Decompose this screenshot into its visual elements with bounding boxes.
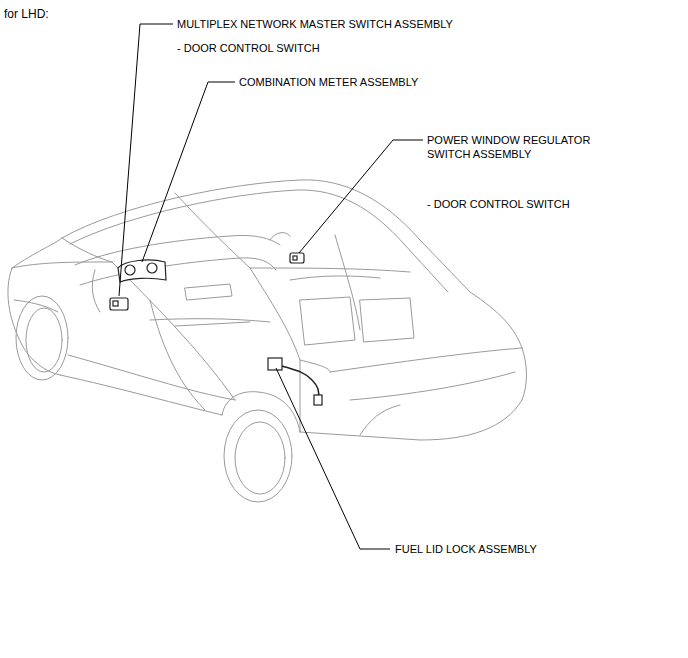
part-label: COMBINATION METER ASSEMBLY: [239, 75, 418, 89]
diagram-title: for LHD:: [4, 7, 49, 21]
part-label: - DOOR CONTROL SWITCH: [177, 41, 320, 55]
part-label: MULTIPLEX NETWORK MASTER SWITCH ASSEMBLY: [177, 17, 453, 31]
part-label: POWER WINDOW REGULATOR SWITCH ASSEMBLY: [427, 133, 617, 161]
part-label: FUEL LID LOCK ASSEMBLY: [395, 542, 537, 556]
part-label: - DOOR CONTROL SWITCH: [427, 197, 570, 211]
